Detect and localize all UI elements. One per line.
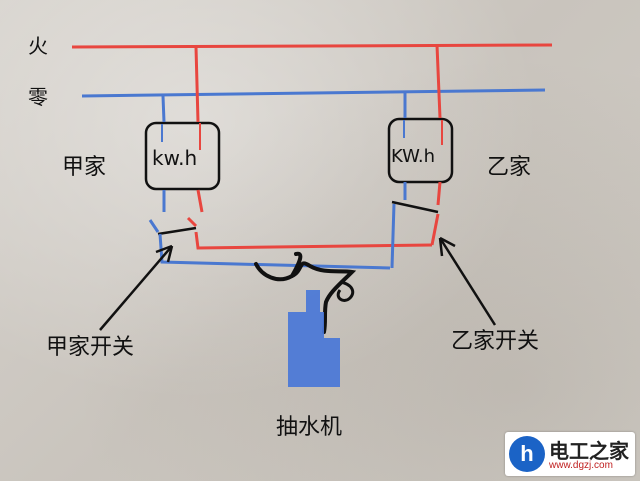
neutral-label: 零 [28, 85, 48, 109]
site-logo-icon: h [509, 436, 545, 472]
switch-b-out-live [430, 213, 440, 246]
pump-cable [254, 251, 357, 334]
site-url: www.dgzj.com [549, 460, 613, 471]
arrow-switch-b [438, 236, 497, 326]
meter-b-live [435, 44, 442, 206]
site-watermark: h 电工之家 www.dgzj.com [505, 432, 635, 476]
arrow-switch-a [99, 244, 174, 331]
switch-a-blade [157, 226, 197, 236]
live-label: 火 [28, 34, 48, 58]
pump-body [288, 290, 340, 387]
pump-label: 抽水机 [276, 415, 343, 440]
live-bus [71, 43, 553, 49]
house-b-label: 乙家 [487, 155, 532, 180]
switch-b-blade [391, 200, 439, 214]
switch-a-out-live [194, 231, 433, 250]
meter-a-live [194, 46, 204, 213]
meter-b-label: KW.h [391, 146, 436, 167]
switch-b-out-neutral [390, 203, 396, 269]
meter-a-label: kw.h [152, 146, 198, 170]
meter-a-box [144, 121, 221, 191]
meter-b-box [387, 117, 454, 184]
switch-a-label: 甲家开关 [46, 335, 135, 360]
site-title: 电工之家 [549, 439, 629, 463]
neutral-bus [81, 88, 546, 98]
meter-a-neutral [161, 95, 166, 212]
house-a-label: 甲家 [62, 155, 107, 180]
switch-a-out-neutral [158, 233, 391, 270]
switch-b-label: 乙家开关 [451, 329, 540, 354]
